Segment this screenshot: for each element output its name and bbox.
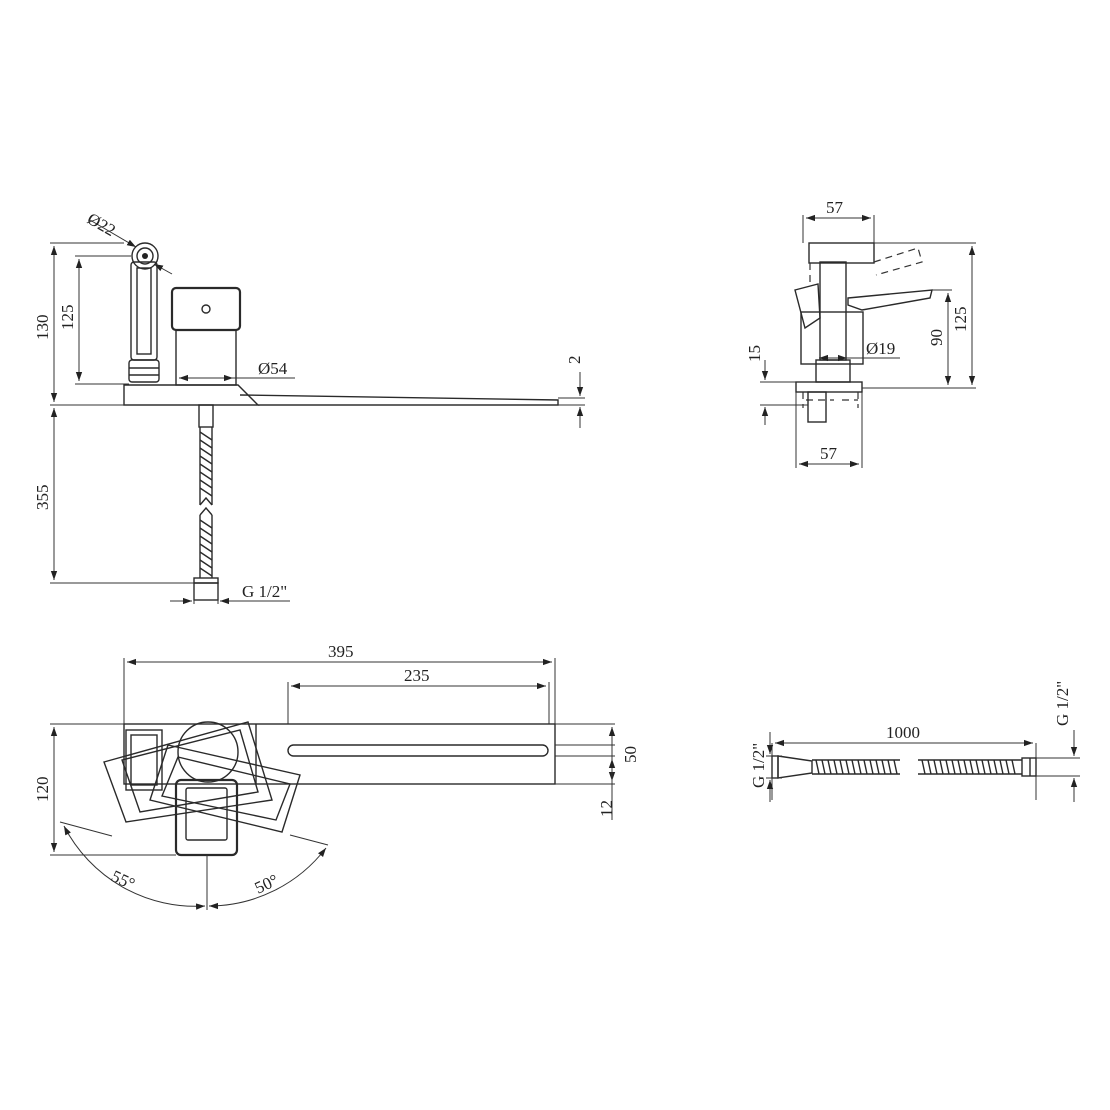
lever-rotated-right: [149, 744, 301, 833]
dim-57-top: 57: [826, 198, 844, 217]
lever-plan: [174, 778, 239, 857]
angle-arc-50: [208, 847, 327, 910]
hose-nut-top: [193, 577, 219, 584]
front-handle-top: [808, 242, 875, 264]
mixer-handle: [170, 286, 242, 332]
hose-view: 1000 G 1/2" G 1/2": [749, 681, 1080, 802]
front-stem-base: [815, 359, 851, 383]
mounting-base: [123, 384, 260, 406]
front-stem: [819, 261, 847, 361]
dim-angle-55: 55°: [108, 866, 138, 893]
side-view: Ø22 130 125 355: [33, 209, 585, 605]
shower-head-circle: [131, 242, 159, 270]
front-base-plate: [795, 381, 863, 393]
hose-cone: [777, 755, 813, 779]
dim-thread-left: G 1/2": [749, 743, 768, 788]
dim-1000: 1000: [886, 723, 920, 742]
dim-50: 50: [621, 746, 640, 763]
dim-diameter-22: Ø22: [84, 209, 119, 240]
front-view: 57 125 90 15 Ø19 57: [745, 198, 976, 468]
hose-section-left: [812, 759, 900, 775]
dim-12: 12: [597, 800, 616, 817]
hose-nut-left: [771, 755, 779, 779]
spout-plan: [123, 723, 556, 785]
mixer-body: [175, 329, 237, 386]
dim-diameter-54: Ø54: [258, 359, 288, 378]
dim-125: 125: [58, 305, 77, 331]
spout-side: [239, 394, 559, 406]
dim-15: 15: [745, 345, 764, 362]
dim-diameter-19: Ø19: [866, 339, 895, 358]
dim-90: 90: [927, 329, 946, 346]
spout-water-slot: [287, 744, 549, 757]
dim-235: 235: [404, 666, 430, 685]
dim-2: 2: [565, 356, 584, 365]
dim-120: 120: [33, 777, 52, 803]
angle-arc-55: [63, 825, 206, 910]
body-plan-circle: [177, 721, 239, 783]
hose-nut-right: [1021, 757, 1037, 777]
hand-shower-holder: [128, 359, 160, 383]
front-stud: [807, 391, 827, 423]
mounting-stud: [198, 404, 214, 428]
dim-57-bottom: 57: [820, 444, 838, 463]
front-handle-open-dashed: [809, 247, 923, 285]
front-lever-left: [794, 283, 821, 330]
front-lever-right: [847, 289, 933, 311]
dim-125-front: 125: [951, 307, 970, 333]
hose-braid-upper: [199, 431, 213, 497]
dim-130: 130: [33, 315, 52, 341]
top-view: 395 235 50 12 120: [33, 642, 640, 910]
dim-395: 395: [328, 642, 354, 661]
dim-thread-right: G 1/2": [1053, 681, 1072, 726]
front-body: [800, 311, 864, 365]
hand-shower-inner: [136, 267, 152, 355]
hand-shower-handle: [130, 261, 158, 361]
dim-angle-50: 50°: [252, 870, 282, 897]
hose-braid-lower: [199, 519, 213, 577]
hose-nut: [193, 582, 219, 601]
dim-355: 355: [33, 485, 52, 511]
dim-thread-g12: G 1/2": [242, 582, 287, 601]
lever-rotated-left: [103, 721, 273, 823]
